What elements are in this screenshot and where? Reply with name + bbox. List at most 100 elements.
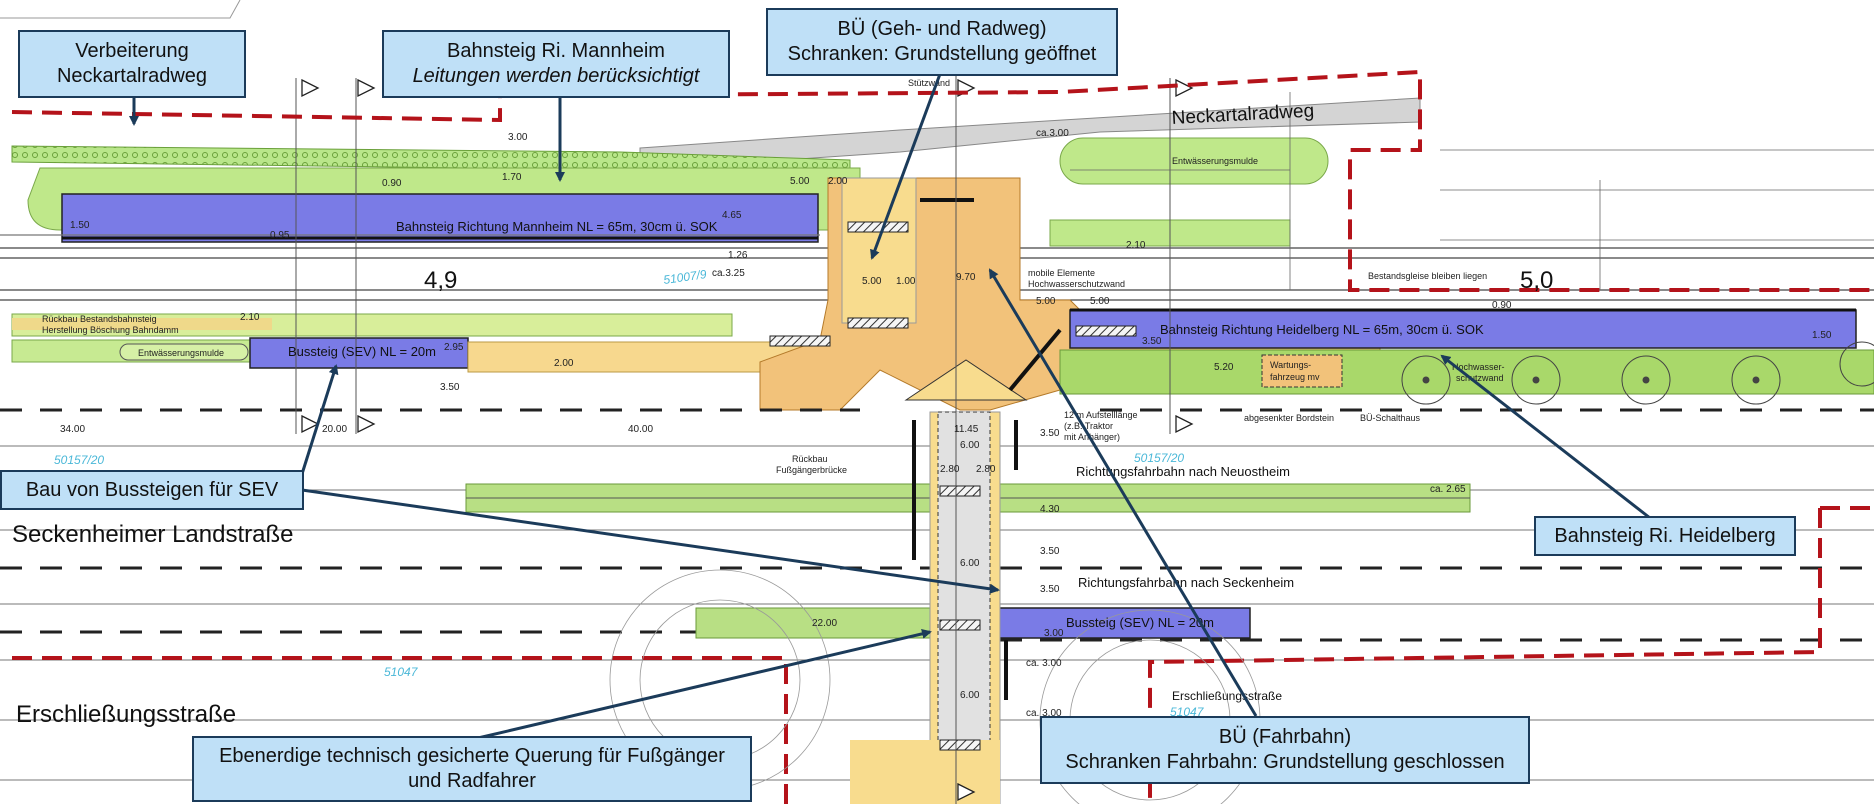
annot-wartung-1: Wartungs-: [1270, 360, 1311, 370]
annot-fussg-2: Fußgängerbrücke: [776, 465, 847, 475]
dim-label: 6.00: [960, 690, 980, 701]
dim-label: 3.00: [1044, 628, 1064, 639]
annot-rueckbau-1: Rückbau Bestandsbahnsteig: [42, 314, 157, 324]
dim-label: 4.65: [722, 210, 742, 221]
dim-label: 5.00: [790, 176, 810, 187]
dim-label: 0.90: [1492, 300, 1512, 311]
callout-heidelberg: Bahnsteig Ri. Heidelberg: [1534, 516, 1796, 556]
annot-aufstell-3: mit Anhänger): [1064, 432, 1120, 442]
bus-platform-north-label: Bussteig (SEV) NL = 20m: [288, 344, 436, 359]
callout-bue-geh-line1: BÜ (Geh- und Radweg): [837, 18, 1047, 40]
green-area-northeast: [1059, 137, 1329, 185]
annot-bestandsgleise: Bestandsgleise bleiben liegen: [1368, 271, 1487, 281]
dim-label: 3.50: [440, 382, 460, 393]
dim-label: 2.80: [940, 464, 960, 475]
dim-label: 3.50: [1040, 584, 1060, 595]
annot-mobile-2: Hochwasserschutzwand: [1028, 279, 1125, 289]
dim-label: 1.50: [70, 220, 90, 231]
dim-label: 1.00: [896, 276, 916, 287]
platform-mannheim-label: Bahnsteig Richtung Mannheim NL = 65m, 30…: [396, 219, 718, 234]
barrier-rails: [769, 221, 1137, 751]
callout-sev-line1: Bau von Bussteigen für SEV: [25, 478, 279, 501]
dim-label: ca.3.00: [1036, 128, 1069, 139]
dim-label: 9.70: [956, 272, 976, 283]
annot-hochwasser-2: schutzwand: [1456, 373, 1504, 383]
annot-ri-neuostheim: Richtungsfahrbahn nach Neuostheim: [1076, 464, 1290, 479]
dim-label: 34.00: [60, 424, 85, 435]
dim-label: 5.00: [862, 276, 882, 287]
dim-label: 2.10: [240, 312, 260, 323]
leader-sev-south: [301, 488, 1000, 594]
callout-bue-fahrbahn: BÜ (Fahrbahn) Schranken Fahrbahn: Grunds…: [1040, 716, 1530, 784]
street-erschliessung-right: Erschließungsstraße: [1172, 689, 1282, 703]
annot-stuetzwand: Stützwand: [908, 78, 950, 88]
bus-platform-south-label: Bussteig (SEV) NL = 20m: [1066, 615, 1214, 630]
callout-bue-geh: BÜ (Geh- und Radweg) Schranken: Grundste…: [766, 8, 1118, 76]
leader-bue-fahrbahn: [988, 268, 1258, 717]
annot-wartung-2: fahrzeug mv: [1270, 372, 1320, 382]
street-seckenheimer: Seckenheimer Landstraße: [12, 521, 293, 548]
dim-label: 6.00: [960, 440, 980, 451]
detail-lines: [1070, 92, 1874, 290]
dim-label: 5.20: [1214, 362, 1234, 373]
leader-sev-north: [300, 364, 339, 475]
dim-label: 3.00: [508, 132, 528, 143]
callout-radweg-line1: Verbeiterung: [75, 40, 189, 62]
crossing-triangle: [904, 359, 1028, 401]
annot-parcel-2: 50157/20: [54, 453, 104, 467]
annot-entwaesserung-left: Entwässerungsmulde: [138, 348, 224, 358]
callout-radweg-line2: Neckartalradweg: [56, 65, 208, 87]
platform-mannheim: [61, 193, 819, 243]
dim-label: 1.26: [728, 250, 748, 261]
annot-aufstell-1: 12 m Aufstelllänge: [1064, 410, 1138, 420]
platform-heidelberg-label: Bahnsteig Richtung Heidelberg NL = 65m, …: [1160, 322, 1484, 337]
annot-schalthaus: BÜ-Schalthaus: [1360, 413, 1421, 423]
dim-label: 2.80: [976, 464, 996, 475]
annot-bordstein: abgesenkter Bordstein: [1244, 413, 1334, 423]
leader-heidelberg: [1440, 354, 1651, 520]
dim-label: 3.50: [1040, 546, 1060, 557]
callout-bue-fahrbahn-line2: Schranken Fahrbahn: Grundstellung geschl…: [1065, 751, 1505, 773]
annot-fussg-1: Rückbau: [792, 454, 828, 464]
callout-heidelberg-line1: Bahnsteig Ri. Heidelberg: [1554, 524, 1776, 547]
callout-bue-geh-line2: Schranken: Grundstellung geöffnet: [787, 43, 1097, 65]
dim-label: 4.30: [1040, 504, 1060, 515]
dim-label: 0.90: [382, 178, 402, 189]
crossing-vertical-grey: [937, 411, 991, 804]
callout-querung-line2: und Radfahrer: [408, 770, 536, 792]
dim-label: 1.70: [502, 172, 522, 183]
dim-label: 6.00: [960, 558, 980, 569]
dim-label: ca. 3.00: [1026, 658, 1062, 669]
signal-poles: [295, 60, 1171, 804]
dim-label: 0.95: [270, 230, 290, 241]
callout-mannheim: Bahnsteig Ri. Mannheim Leitungen werden …: [382, 30, 730, 98]
leader-querung: [477, 628, 932, 740]
annot-hochwasser-1: Hochwasser-: [1452, 362, 1505, 372]
callout-querung-line1: Ebenerdige technisch gesicherte Querung …: [219, 745, 725, 767]
dim-label: 11.45: [954, 424, 979, 435]
leader-bue-geh: [870, 73, 942, 260]
circle-marks-east: [1401, 341, 1874, 405]
callout-querung: Ebenerdige technisch gesicherte Querung …: [192, 736, 752, 802]
dim-label: 1.50: [1812, 330, 1832, 341]
crossing-yellow-strip: [841, 177, 917, 324]
annot-ri-seckenheim: Richtungsfahrbahn nach Seckenheim: [1078, 575, 1294, 590]
dim-label: 2.95: [444, 342, 464, 353]
annot-rueckbau-2: Herstellung Böschung Bahndamm: [42, 325, 179, 335]
dim-label: 5.00: [1036, 296, 1056, 307]
green-area-southeast: [1059, 349, 1874, 395]
dim-label: 3.50: [1040, 428, 1060, 439]
dim-label: 40.00: [628, 424, 653, 435]
dim-label: 2.00: [828, 176, 848, 187]
leader-arrows: [129, 73, 1651, 740]
annot-parcel-5: 51047: [1170, 705, 1205, 719]
annot-km-left: 4,9: [424, 267, 457, 294]
annot-parcel-3: 50157/20: [1134, 451, 1184, 465]
dim-label: 22.00: [812, 618, 837, 629]
callout-radweg: Verbeiterung Neckartalradweg: [18, 30, 246, 98]
dimension-labels: 3.00 1.70 0.90 4.65 1.50 0.95 1.26 ca.3.…: [60, 128, 1832, 719]
callout-sev: Bau von Bussteigen für SEV: [0, 470, 304, 510]
crossing-yellow-bottom: [850, 740, 1000, 804]
platform-heidelberg: [1069, 309, 1857, 349]
annot-aufstell-2: (z.B. Traktor: [1064, 421, 1113, 431]
